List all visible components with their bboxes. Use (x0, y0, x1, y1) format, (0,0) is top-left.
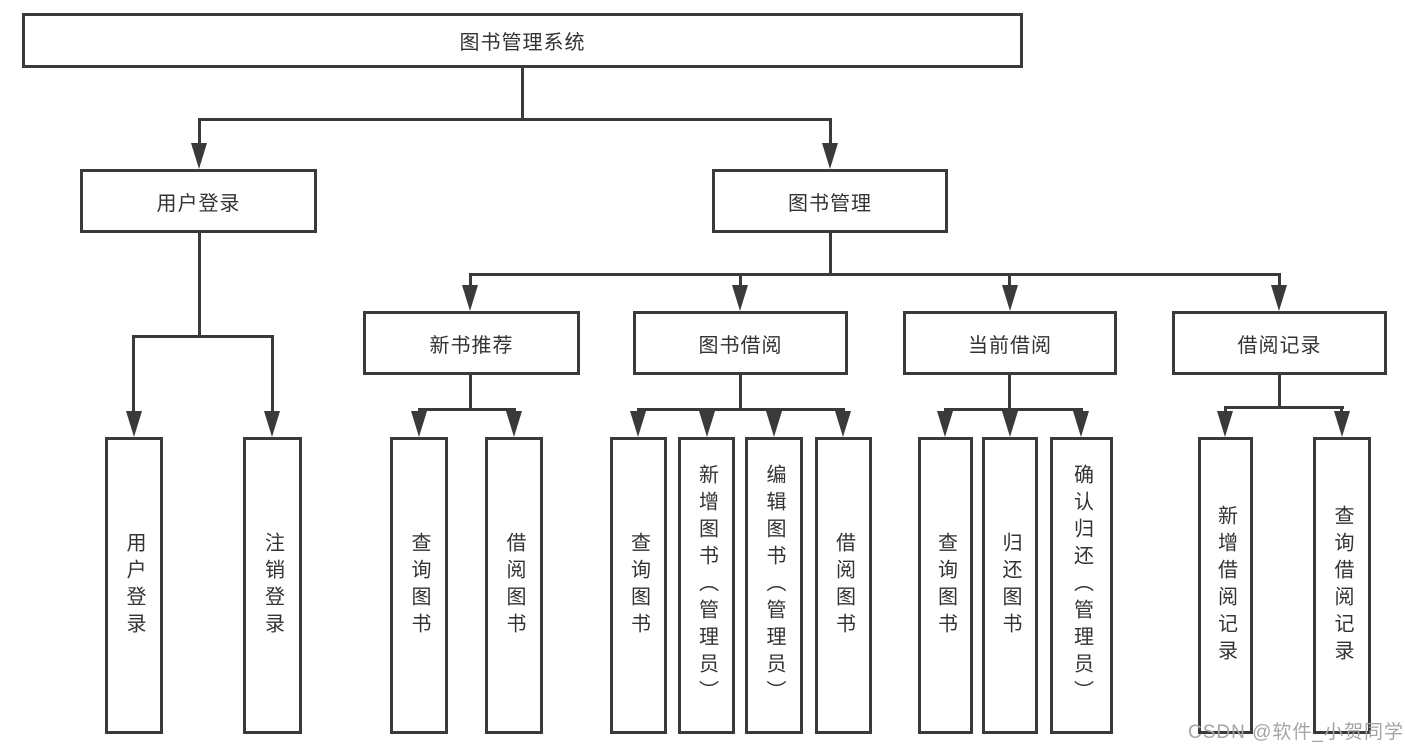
node-book-borrow: 图书借阅 (633, 311, 848, 375)
arrow-down-icon (1217, 411, 1233, 437)
leaf-add-borrow-record-label: 新增借阅记录 (1214, 504, 1237, 667)
leaf-confirm-return-admin: 确认归还（管理员） (1050, 437, 1113, 734)
arrow-down-icon (732, 285, 748, 311)
connector-vline (198, 233, 201, 335)
node-borrow-records-label: 借阅记录 (1237, 334, 1322, 357)
connector-vline (829, 121, 832, 145)
leaf-edit-book-admin-label: 编辑图书（管理员） (763, 464, 785, 707)
leaf-add-book-admin-label: 新增图书（管理员） (695, 464, 718, 707)
connector-hline (944, 408, 1083, 411)
arrow-down-icon (411, 411, 427, 437)
arrow-down-icon (126, 411, 142, 437)
node-root: 图书管理系统 (22, 13, 1023, 68)
leaf-add-book-admin: 新增图书（管理员） (678, 437, 735, 734)
connector-vline (469, 276, 472, 288)
node-user-login-label: 用户登录 (156, 192, 241, 215)
arrow-down-icon (766, 411, 782, 437)
connector-vline (739, 375, 742, 408)
connector-hline (198, 118, 832, 121)
leaf-query-books-recommend: 查询图书 (390, 437, 448, 734)
node-current-borrow: 当前借阅 (903, 311, 1117, 375)
node-book-management-label: 图书管理 (788, 192, 872, 215)
connector-hline (637, 408, 845, 411)
arrow-down-icon (1002, 285, 1018, 311)
arrow-down-icon (462, 285, 478, 311)
connector-hline (469, 273, 1281, 276)
leaf-query-books-current: 查询图书 (918, 437, 973, 734)
arrow-down-icon (835, 411, 851, 437)
node-root-label: 图书管理系统 (459, 32, 586, 54)
leaf-query-borrow-record-label: 查询借阅记录 (1331, 504, 1353, 667)
leaf-borrow-books-label: 借阅图书 (832, 531, 855, 640)
arrow-down-icon (506, 411, 522, 437)
arrow-down-icon (1271, 285, 1287, 311)
arrow-down-icon (630, 411, 646, 437)
connector-vline (271, 338, 274, 413)
connector-vline (739, 276, 742, 288)
leaf-add-borrow-record: 新增借阅记录 (1198, 437, 1253, 734)
leaf-query-books-borrow: 查询图书 (610, 437, 667, 734)
connector-hline (418, 408, 516, 411)
connector-vline (132, 338, 135, 413)
connector-vline (829, 233, 832, 273)
arrow-down-icon (191, 143, 207, 169)
leaf-edit-book-admin: 编辑图书（管理员） (745, 437, 803, 734)
leaf-confirm-return-admin-label: 确认归还（管理员） (1070, 464, 1093, 707)
arrow-down-icon (1073, 411, 1089, 437)
leaf-return-book-label: 归还图书 (999, 531, 1021, 640)
node-current-borrow-label: 当前借阅 (968, 334, 1052, 357)
leaf-borrow-books: 借阅图书 (815, 437, 872, 734)
leaf-borrow-books-recommend-label: 借阅图书 (503, 531, 525, 640)
arrow-down-icon (699, 411, 715, 437)
connector-vline (521, 68, 524, 120)
node-book-management: 图书管理 (712, 169, 948, 233)
connector-vline (198, 121, 201, 145)
leaf-query-borrow-record: 查询借阅记录 (1313, 437, 1371, 734)
leaf-query-books-current-label: 查询图书 (934, 531, 957, 640)
node-new-book-recommend-label: 新书推荐 (429, 334, 514, 357)
connector-vline (1008, 276, 1011, 288)
leaf-borrow-books-recommend: 借阅图书 (485, 437, 543, 734)
node-new-book-recommend: 新书推荐 (363, 311, 580, 375)
csdn-watermark: CSDN @软件_小贺同学 (1188, 722, 1404, 743)
connector-vline (1278, 375, 1281, 406)
connector-hline (1224, 406, 1344, 409)
arrow-down-icon (822, 143, 838, 169)
leaf-return-book: 归还图书 (982, 437, 1038, 734)
node-borrow-records: 借阅记录 (1172, 311, 1387, 375)
arrow-down-icon (264, 411, 280, 437)
leaf-user-login: 用户登录 (105, 437, 163, 734)
leaf-query-books-recommend-label: 查询图书 (408, 531, 430, 640)
connector-vline (469, 375, 472, 408)
arrow-down-icon (1334, 411, 1350, 437)
connector-vline (1008, 375, 1011, 408)
leaf-query-books-borrow-label: 查询图书 (627, 531, 650, 640)
leaf-logout: 注销登录 (243, 437, 302, 734)
arrow-down-icon (1002, 411, 1018, 437)
leaf-user-login-label: 用户登录 (123, 531, 145, 640)
connector-hline (132, 335, 274, 338)
arrow-down-icon (937, 411, 953, 437)
node-book-borrow-label: 图书借阅 (698, 334, 783, 357)
connector-vline (1278, 276, 1281, 288)
node-user-login: 用户登录 (80, 169, 317, 233)
leaf-logout-label: 注销登录 (261, 531, 284, 640)
